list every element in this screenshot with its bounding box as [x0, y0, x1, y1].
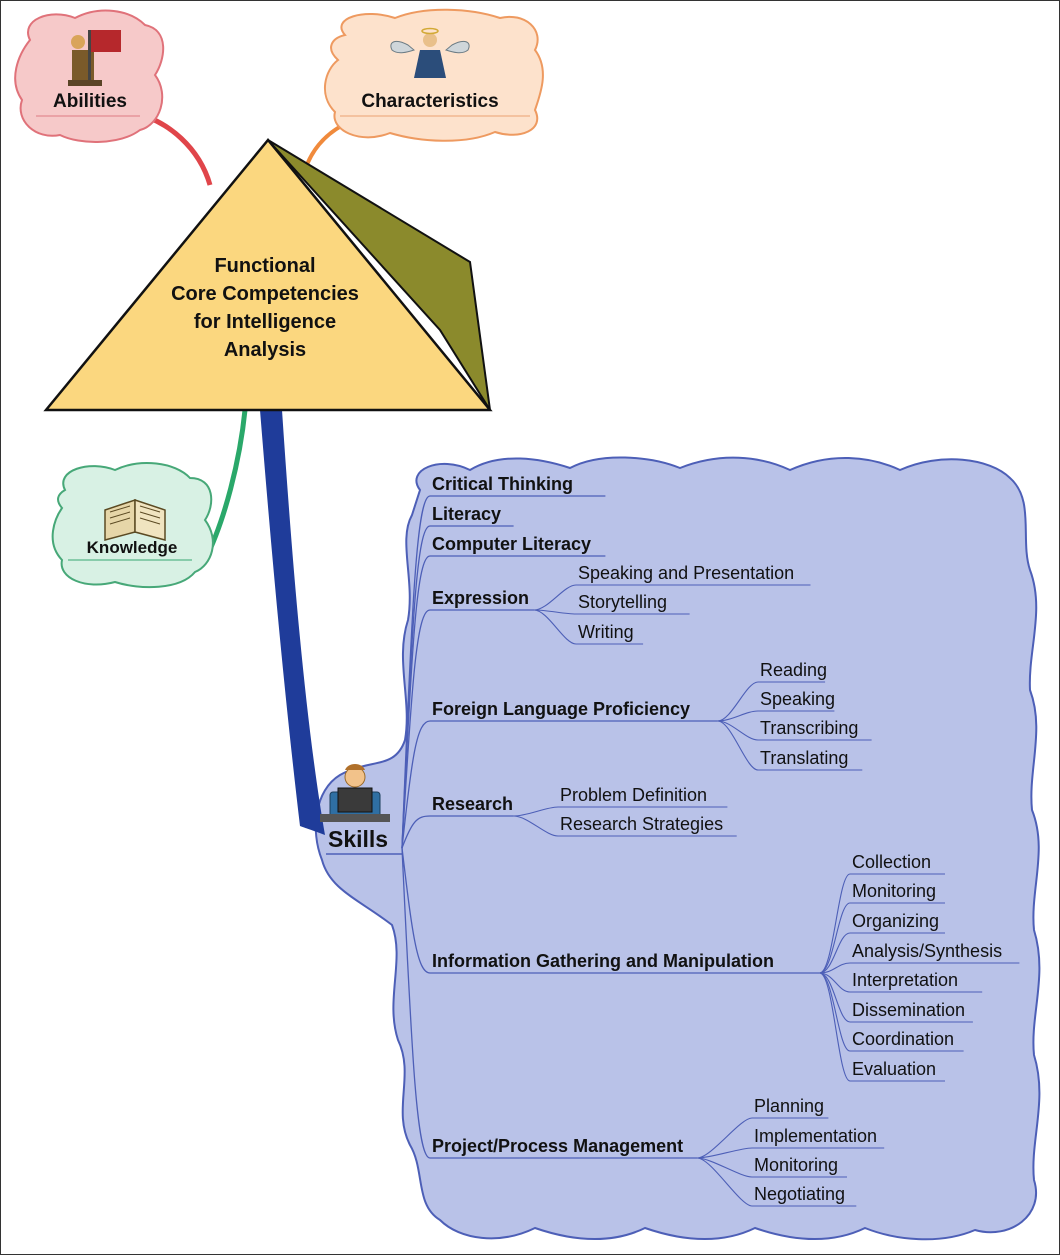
leaf-label: Evaluation: [852, 1059, 936, 1079]
leaf-connector: [697, 1157, 753, 1207]
leaf-label: Speaking and Presentation: [578, 563, 794, 583]
center-line-4: Analysis: [224, 339, 306, 361]
branch-connector: [401, 815, 431, 849]
leaf-label: Speaking: [760, 689, 835, 709]
leaf-label: Collection: [852, 852, 931, 872]
center-line-1: Functional: [214, 255, 315, 277]
leaf-connector: [819, 932, 851, 974]
branch-connector: [401, 847, 431, 1159]
flag-icon: [68, 30, 121, 86]
leaf-label: Monitoring: [754, 1155, 838, 1175]
leaf-label: Coordination: [852, 1029, 954, 1049]
leaf-label: Negotiating: [754, 1184, 845, 1204]
leaf-label: Organizing: [852, 911, 939, 931]
leaf-label: Storytelling: [578, 592, 667, 612]
leaf-connector: [819, 962, 851, 974]
center-line-2: Core Competencies: [171, 283, 359, 305]
leaf-connector: [697, 1117, 753, 1159]
leaf-connector: [697, 1147, 753, 1159]
center-title: Functional Core Competencies for Intelli…: [171, 255, 359, 361]
leaf-label: Interpretation: [852, 970, 958, 990]
leaf-label: Research Strategies: [560, 814, 723, 834]
leaf-connector: [717, 710, 759, 722]
leaf-label: Implementation: [754, 1126, 877, 1146]
leaf-connector: [513, 806, 559, 817]
leaf-label: Problem Definition: [560, 785, 707, 805]
leaf-connector: [819, 972, 851, 1082]
knowledge-label: Knowledge: [87, 538, 178, 557]
branch-label: Information Gathering and Manipulation: [432, 951, 774, 971]
leaf-label: Planning: [754, 1096, 824, 1116]
branch-connector: [401, 720, 431, 849]
book-icon: [104, 498, 166, 541]
branch-connector: [401, 609, 431, 849]
branch-label: Literacy: [432, 504, 501, 524]
leaf-label: Monitoring: [852, 881, 936, 901]
branch-label: Foreign Language Proficiency: [432, 699, 690, 719]
leaf-label: Analysis/Synthesis: [852, 941, 1002, 961]
angel-icon: [390, 27, 470, 78]
leaf-connector: [819, 873, 851, 974]
leaf-label: Transcribing: [760, 718, 858, 738]
leaf-label: Dissemination: [852, 1000, 965, 1020]
leaf-label: Translating: [760, 748, 848, 768]
abilities-label: Abilities: [53, 91, 127, 112]
computer-user-icon: [320, 764, 390, 822]
leaf-connector: [819, 902, 851, 974]
center-line-3: for Intelligence: [194, 311, 336, 333]
leaf-connector: [533, 584, 577, 611]
leaf-connector: [513, 815, 559, 837]
connector-skills: [260, 410, 325, 835]
branch-label: Research: [432, 794, 513, 814]
skills-label: Skills: [328, 826, 388, 852]
branch-connector: [401, 555, 431, 849]
leaf-label: Writing: [578, 622, 634, 642]
leaf-label: Reading: [760, 660, 827, 680]
branch-label: Computer Literacy: [432, 534, 591, 554]
leaf-connector: [717, 681, 759, 722]
leaf-connector: [533, 609, 577, 645]
branch-label: Project/Process Management: [432, 1136, 683, 1156]
skills-cloud: [314, 456, 1041, 1241]
branch-connector: [401, 847, 431, 974]
pyramid-front: [43, 138, 493, 412]
branch-label: Critical Thinking: [432, 474, 573, 494]
branch-label: Expression: [432, 588, 529, 608]
leaf-connector: [717, 720, 759, 771]
characteristics-label: Characteristics: [361, 91, 498, 112]
